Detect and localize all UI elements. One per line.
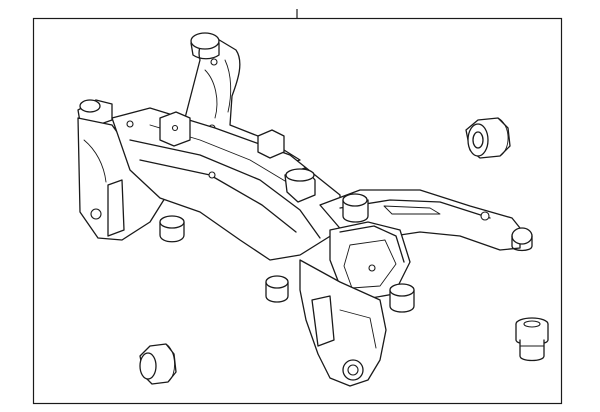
bushing-lower-right-drawing xyxy=(515,317,549,362)
bushing-lower-left-drawing xyxy=(139,343,177,385)
crossmember-assembly xyxy=(77,32,533,387)
bushing-upper-right-drawing xyxy=(465,117,511,159)
diagram-frame xyxy=(32,17,563,405)
